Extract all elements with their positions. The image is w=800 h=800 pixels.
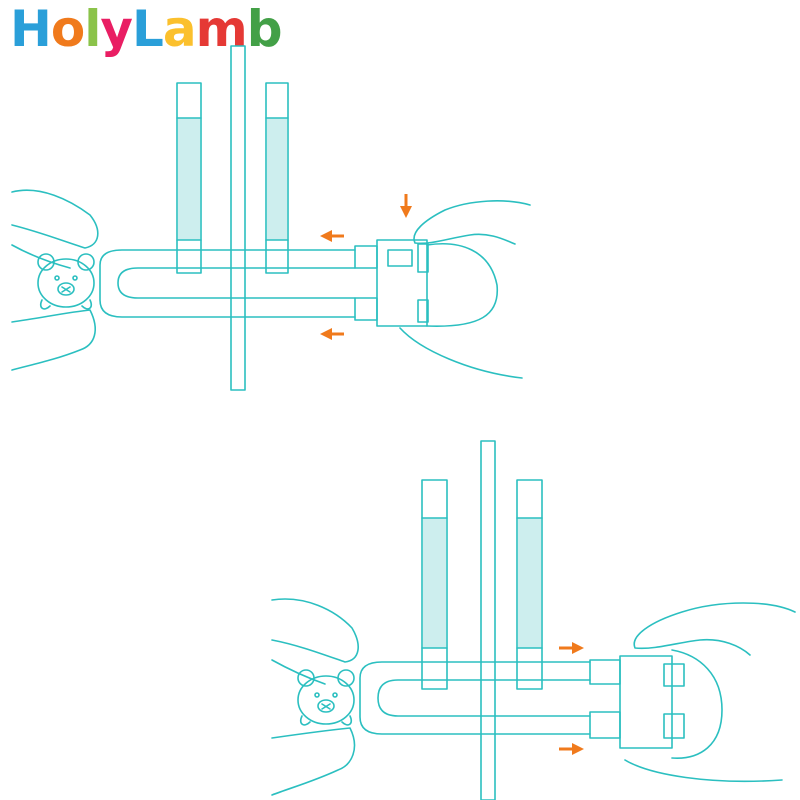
arrow-right-icon	[559, 743, 584, 755]
arrow-down-icon	[400, 194, 412, 218]
strap-left	[176, 82, 202, 274]
arrow-left-icon	[320, 328, 344, 340]
logo-letter: o	[50, 0, 85, 58]
strap-right	[265, 82, 289, 274]
logo-letter: y	[100, 0, 133, 58]
brand-logo: HolyLamb	[10, 0, 283, 58]
logo-letter: a	[162, 0, 197, 58]
step-2-illustration	[271, 440, 796, 800]
strap-left	[421, 479, 448, 690]
logo-letter: l	[84, 0, 101, 58]
logo-letter: L	[131, 0, 164, 58]
bear-icon	[297, 669, 355, 726]
right-hand	[624, 602, 796, 783]
seat-post	[480, 440, 496, 800]
arrow-right-icon	[559, 642, 584, 654]
latch-bar	[99, 239, 429, 327]
right-hand	[399, 200, 531, 379]
logo-letter: H	[10, 0, 52, 58]
strap-right	[516, 479, 543, 690]
latch-bar	[359, 655, 685, 749]
seat-post	[230, 45, 246, 391]
left-hand	[11, 189, 99, 371]
bear-icon	[37, 253, 95, 310]
logo-letter: b	[246, 0, 283, 58]
step-1-illustration	[11, 45, 531, 391]
arrow-left-icon	[320, 230, 344, 242]
